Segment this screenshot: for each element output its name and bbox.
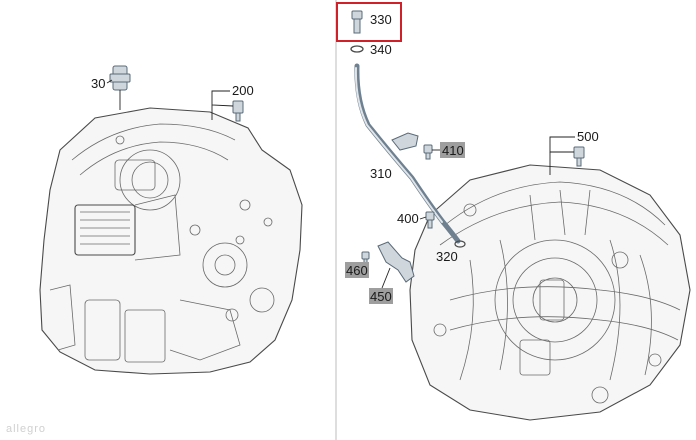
callout-200: 200 <box>232 83 254 98</box>
part-200-bolt[interactable] <box>232 100 244 122</box>
transmission-housing-left <box>39 107 303 375</box>
watermark-logo: allegro <box>6 423 46 435</box>
callout-450: 450 <box>370 289 392 304</box>
callout-340: 340 <box>370 42 392 57</box>
part-500-bolt[interactable] <box>573 146 585 167</box>
callout-410: 410 <box>442 143 464 158</box>
callout-500: 500 <box>577 129 599 144</box>
part-310-dipstick-tube[interactable] <box>354 63 461 244</box>
part-330-dipstick-cap[interactable] <box>351 10 363 34</box>
callout-330: 330 <box>370 12 392 27</box>
callout-320: 320 <box>436 249 458 264</box>
part-410-bolt[interactable] <box>423 144 433 160</box>
part-340-o-ring[interactable] <box>350 45 364 53</box>
callout-310: 310 <box>370 166 392 181</box>
part-30-sensor[interactable] <box>109 65 131 110</box>
callout-460: 460 <box>346 263 368 278</box>
highlight-box-330 <box>336 2 402 42</box>
part-450-bracket[interactable] <box>377 241 415 283</box>
transmission-housing-right <box>409 164 691 421</box>
callout-30: 30 <box>91 76 105 91</box>
callout-400: 400 <box>397 211 419 226</box>
part-320-seal[interactable] <box>454 240 466 248</box>
part-400-bolt[interactable] <box>425 211 435 229</box>
